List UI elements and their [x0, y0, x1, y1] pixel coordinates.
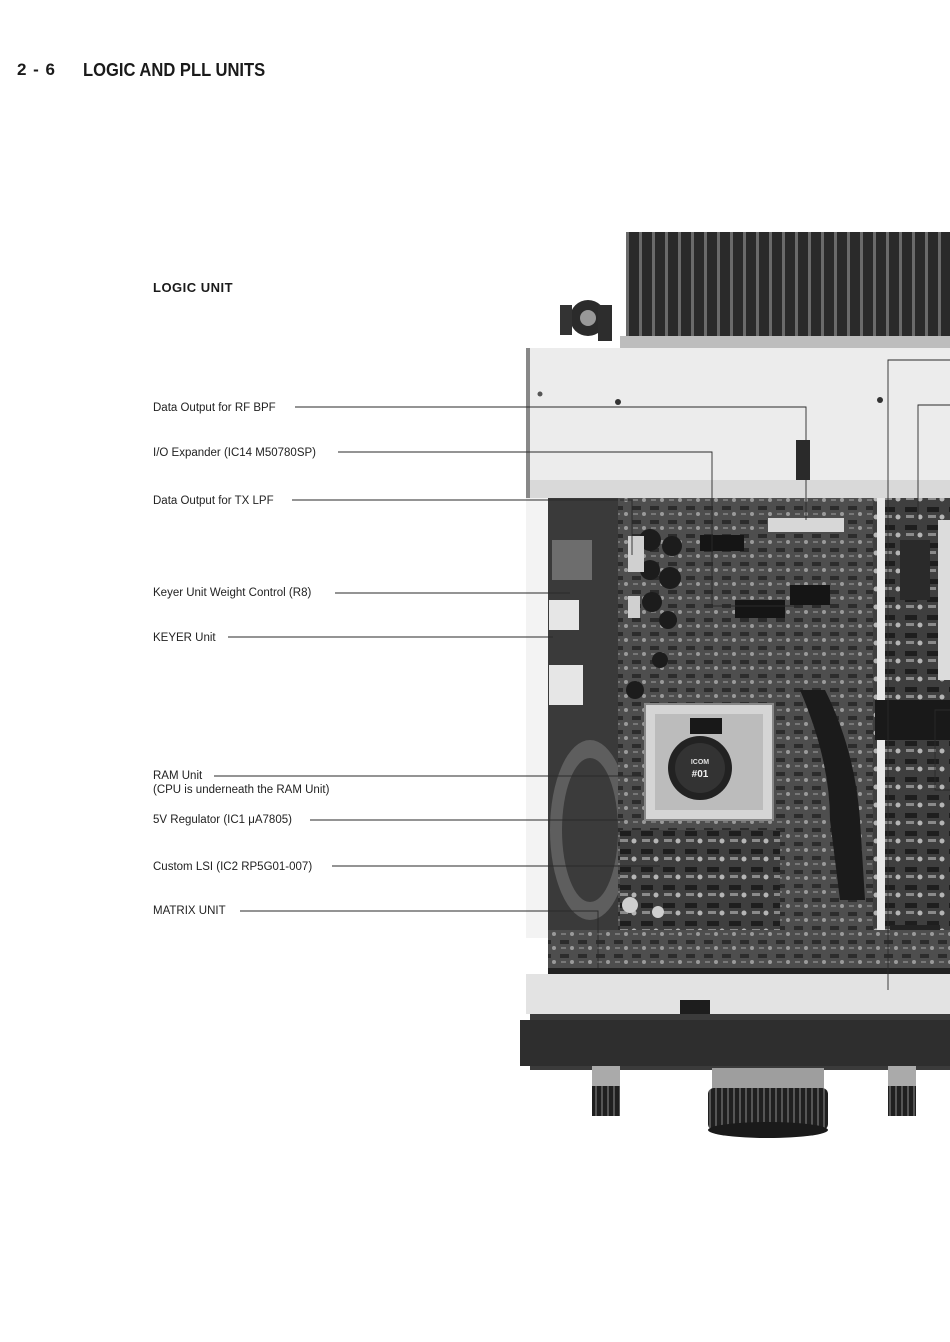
callout-ram-unit: RAM Unit (CPU is underneath the RAM Unit…: [153, 769, 329, 797]
callout-rf-bpf: Data Output for RF BPF: [153, 401, 276, 415]
callout-tx-lpf: Data Output for TX LPF: [153, 494, 274, 508]
callout-ram-unit-note: (CPU is underneath the RAM Unit): [153, 783, 329, 797]
callout-5v-regulator: 5V Regulator (IC1 μA7805): [153, 813, 292, 827]
callout-keyer-weight: Keyer Unit Weight Control (R8): [153, 586, 311, 600]
ram-chip-code: #01: [692, 769, 709, 780]
callout-custom-lsi: Custom LSI (IC2 RP5G01-007): [153, 860, 312, 874]
callout-io-expander: I/O Expander (IC14 M50780SP): [153, 446, 316, 460]
callout-matrix-unit: MATRIX UNIT: [153, 904, 226, 918]
callout-ram-unit-label: RAM Unit: [153, 770, 202, 782]
ram-chip-brand: ICOM: [691, 759, 709, 766]
callout-keyer-unit: KEYER Unit: [153, 631, 216, 645]
